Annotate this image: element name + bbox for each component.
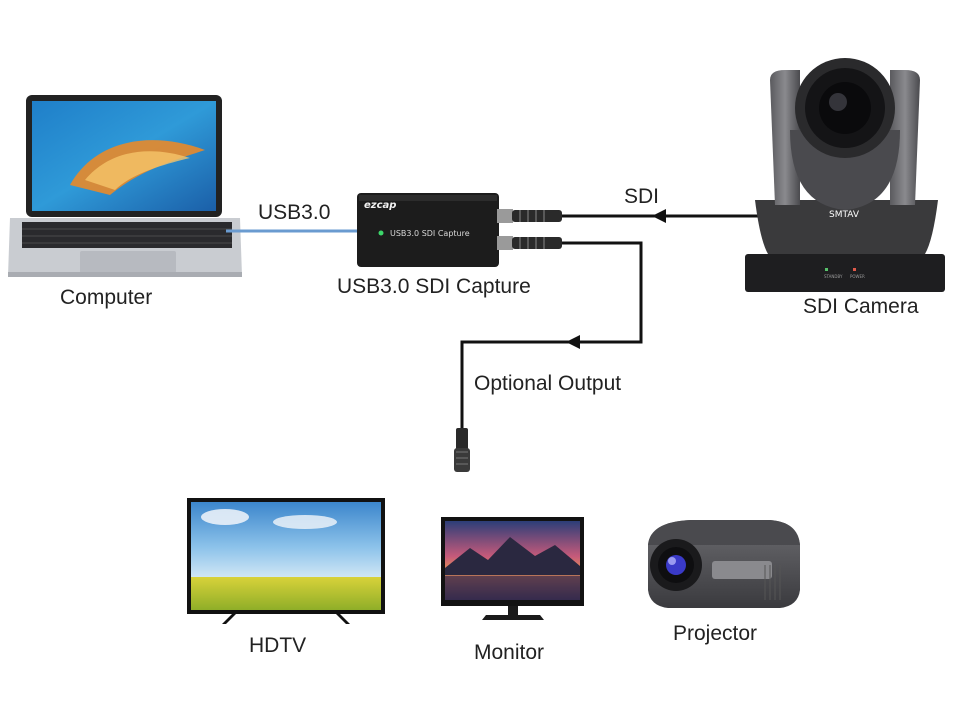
sdi-arrow-icon bbox=[652, 209, 666, 223]
ptz-camera-icon bbox=[745, 58, 945, 292]
optional-output-cable bbox=[460, 241, 643, 435]
projector-label: Projector bbox=[673, 622, 758, 645]
capture-device-label: USB3.0 SDI Capture bbox=[337, 275, 531, 298]
monitor-icon bbox=[441, 517, 584, 620]
laptop-icon bbox=[8, 95, 242, 277]
capture-device-icon bbox=[357, 193, 562, 267]
camera-power-text: POWER bbox=[850, 274, 865, 279]
sdi-camera-label: SDI Camera bbox=[803, 295, 919, 318]
bnc-connector-icon bbox=[454, 428, 470, 472]
capture-brand-text: ezcap bbox=[364, 200, 396, 211]
capture-model-text: USB3.0 SDI Capture bbox=[390, 229, 470, 238]
projector-icon bbox=[648, 520, 800, 608]
camera-standby-text: STANDBY bbox=[824, 274, 843, 279]
sdi-link-label: SDI bbox=[624, 185, 660, 208]
hdtv-label: HDTV bbox=[249, 634, 307, 657]
usb-link-label: USB3.0 bbox=[258, 201, 331, 224]
computer-label: Computer bbox=[60, 286, 153, 309]
hdtv-icon bbox=[187, 498, 385, 624]
optional-output-label: Optional Output bbox=[474, 372, 622, 395]
output-arrow-icon bbox=[566, 335, 580, 349]
monitor-label: Monitor bbox=[474, 641, 545, 664]
camera-brand-text: SMTAV bbox=[829, 210, 860, 220]
